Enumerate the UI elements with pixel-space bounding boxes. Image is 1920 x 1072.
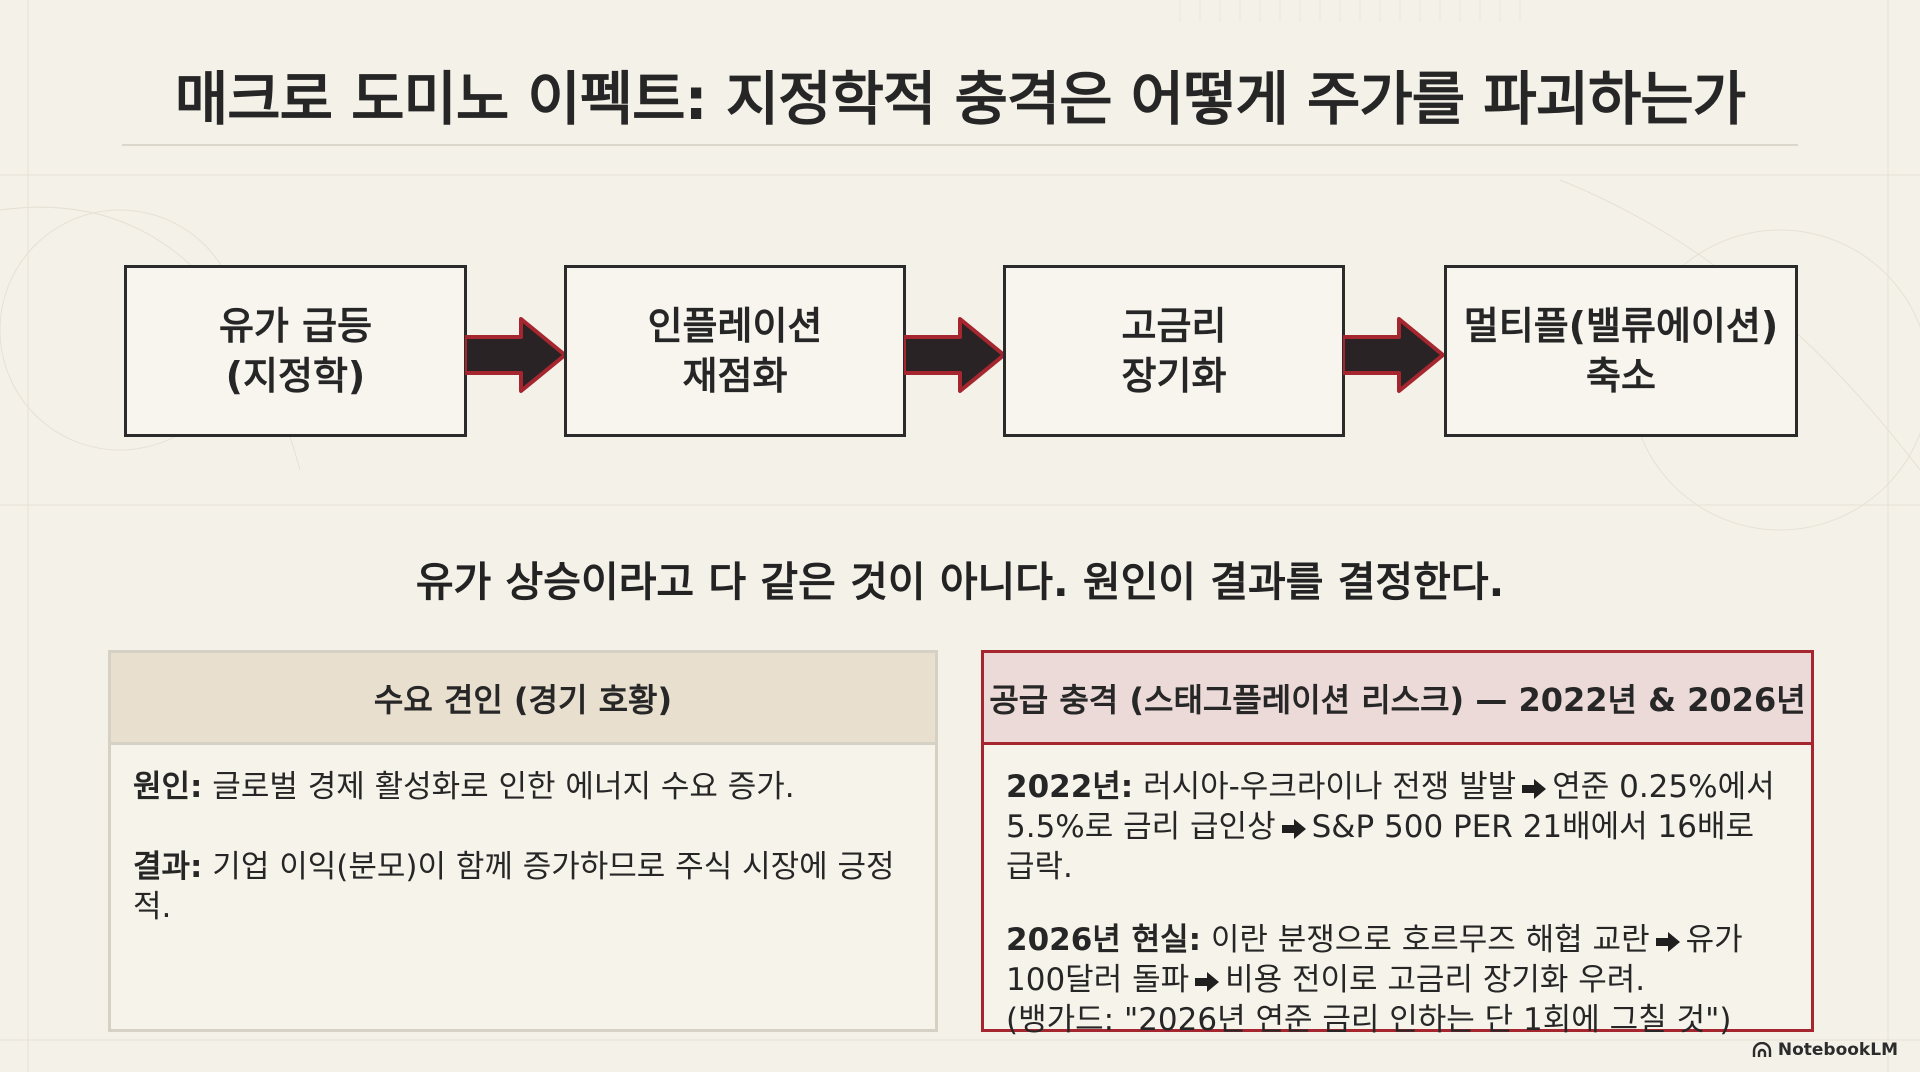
flow-step-multiple-contraction: 멀티플(밸류에이션) 축소 <box>1444 265 1798 437</box>
vanguard-note: (뱅가드: "2026년 연준 금리 인하는 단 1회에 그칠 것") <box>1006 1002 1732 1038</box>
cause-label: 원인: <box>133 769 203 805</box>
title-divider <box>122 144 1798 146</box>
demand-result: 결과: 기업 이익(분모)이 함께 증가하므로 주식 시장에 긍정적. <box>133 847 911 927</box>
year-2026-label: 2026년 현실: <box>1006 922 1202 958</box>
flow-step-label: 인플레이션 재점화 <box>647 304 823 398</box>
flow-step-oil-spike: 유가 급등 (지정학) <box>124 265 467 437</box>
flow-step-label: 유가 급등 (지정학) <box>218 304 373 398</box>
event-text: 이란 분쟁으로 호르무즈 해협 교란 <box>1210 922 1650 958</box>
flow-step-high-rates: 고금리 장기화 <box>1003 265 1345 437</box>
supply-shock-panel: 공급 충격 (스태그플레이션 리스크) — 2022년 & 2026년 2022… <box>981 650 1814 1038</box>
flow-step-label: 멀티플(밸류에이션) 축소 <box>1463 304 1779 398</box>
event-text: 연준 0.25%에서 5.5%로 금리 급인상 <box>1006 769 1775 845</box>
event-text: 비용 전이로 고금리 장기화 우려. <box>1225 962 1646 998</box>
key-message: 유가 상승이라고 다 같은 것이 아니다. 원인이 결과를 결정한다. <box>415 558 1505 606</box>
brand-watermark: NotebookLM <box>1752 1040 1898 1060</box>
flow-step-inflation: 인플레이션 재점화 <box>564 265 906 437</box>
cause-text: 글로벌 경제 활성화로 인한 에너지 수요 증가. <box>212 769 795 805</box>
result-label: 결과: <box>133 849 203 885</box>
right-arrow-icon <box>1655 932 1680 952</box>
event-text: S&P 500 PER 21배에서 16배로 급락. <box>1006 809 1755 885</box>
event-text: 러시아-우크라이나 전쟁 발발 <box>1143 769 1517 805</box>
right-arrow-icon <box>1195 972 1220 992</box>
demand-cause: 원인: 글로벌 경제 활성화로 인한 에너지 수요 증가. <box>133 767 911 807</box>
supply-panel-header: 공급 충격 (스태그플레이션 리스크) — 2022년 & 2026년 <box>984 653 1811 745</box>
right-arrow-icon <box>904 317 1006 393</box>
right-arrow-icon <box>1343 317 1445 393</box>
right-arrow-icon <box>465 317 567 393</box>
right-arrow-icon <box>1281 819 1306 839</box>
notebooklm-logo-icon <box>1752 1042 1772 1057</box>
demand-panel-header: 수요 견인 (경기 호황) <box>111 653 935 745</box>
right-arrow-icon <box>1522 779 1547 799</box>
event-text: 유가 100달러 돌파 <box>1006 922 1743 998</box>
result-text: 기업 이익(분모)이 함께 증가하므로 주식 시장에 긍정적. <box>133 849 895 925</box>
page-title: 매크로 도미노 이펙트: 지정학적 충격은 어떻게 주가를 파괴하는가 <box>174 65 1746 133</box>
brand-name: NotebookLM <box>1777 1040 1898 1060</box>
demand-pull-panel: 수요 견인 (경기 호황) 원인: 글로벌 경제 활성화로 인한 에너지 수요 … <box>108 650 938 1032</box>
year-2022-label: 2022년: <box>1006 769 1134 805</box>
flow-step-label: 고금리 장기화 <box>1121 304 1227 398</box>
